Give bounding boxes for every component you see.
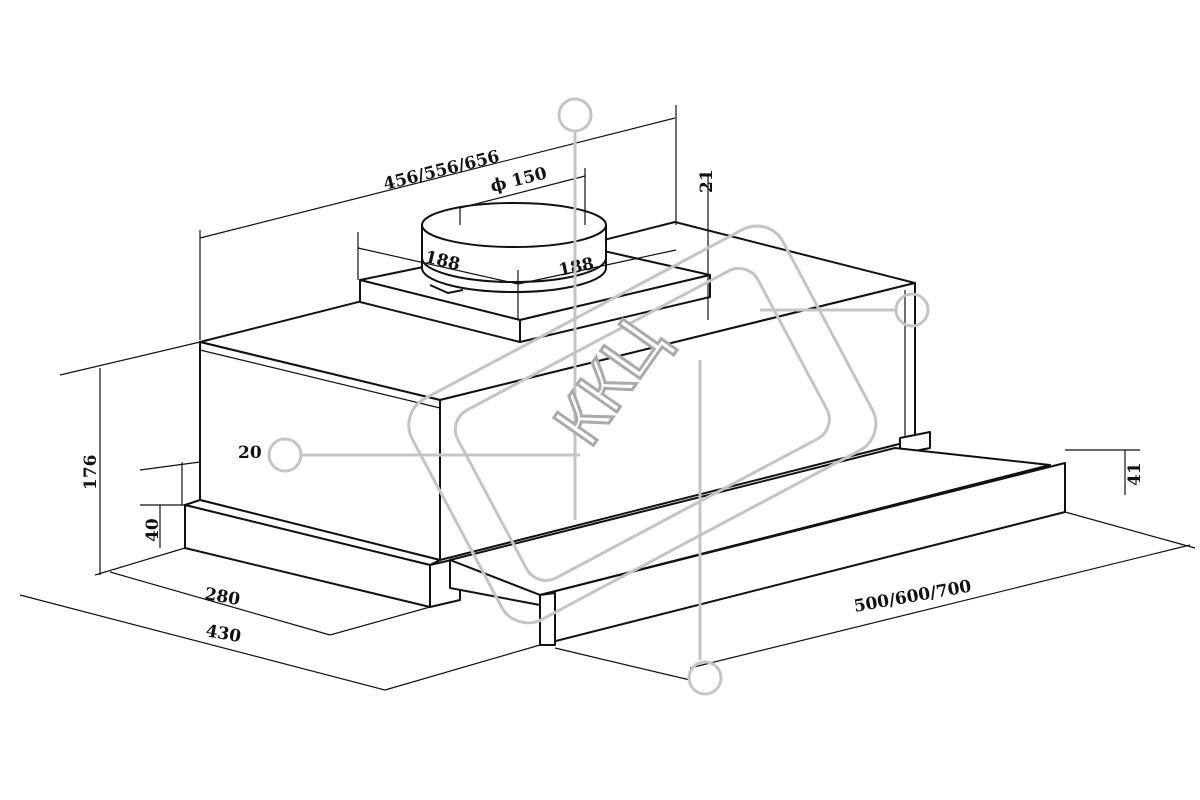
label-duct-height: 21 [697,169,717,193]
label-slider-height: 41 [1125,462,1145,486]
label-depth-total: 430 [204,621,243,647]
label-total-height: 176 [81,455,101,491]
duct-plate [359,202,711,343]
label-front-inset: 20 [238,443,262,463]
label-overall-width: 456/556/656 [381,147,501,195]
label-duct-diameter: ϕ 150 [488,164,549,197]
label-width-options: 500/600/700 [852,577,973,617]
label-depth-inner: 280 [203,584,242,610]
dimension-lines [19,105,1196,691]
duct-outlet [421,202,607,248]
label-front-strip-height: 40 [143,518,163,542]
slider-drawer [449,447,1066,646]
front-strip [184,499,461,608]
